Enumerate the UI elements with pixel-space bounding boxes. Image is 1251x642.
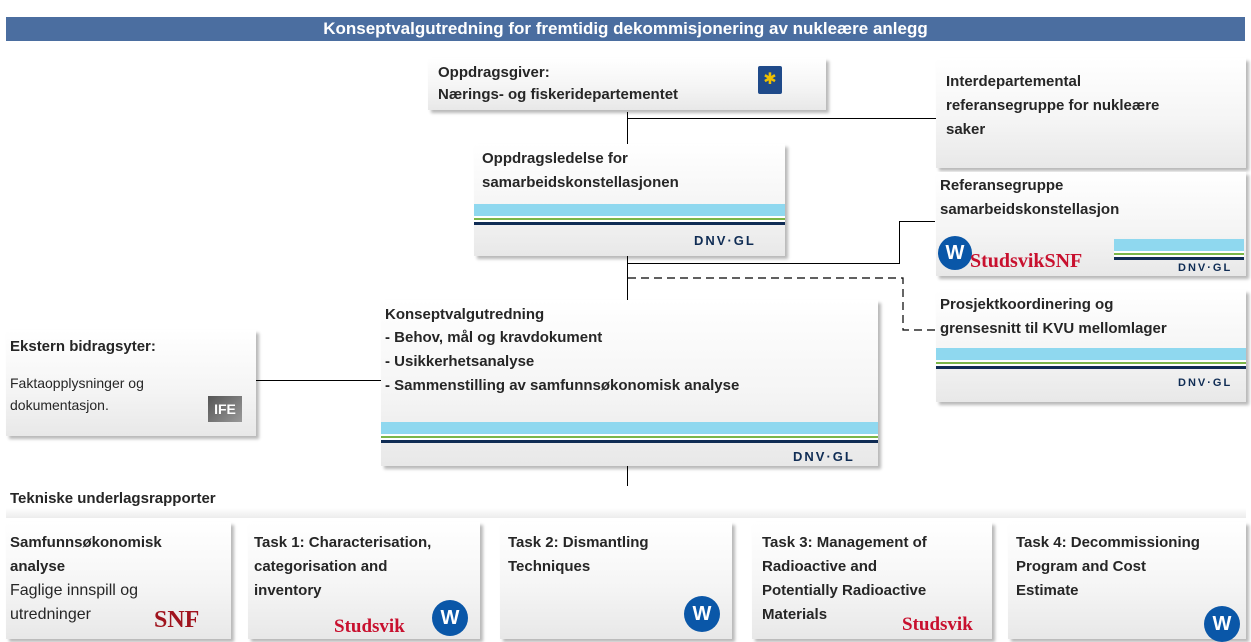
task-title: Task 3: Management of [762, 534, 927, 551]
kvu-item: - Usikkerhetsanalyse [385, 353, 535, 370]
task-title: inventory [254, 582, 322, 599]
oppdragsgiver-label: Oppdragsgiver: [438, 64, 550, 81]
ekstern-box: Ekstern bidragsyter: Faktaopplysninger o… [6, 330, 256, 436]
connector-ekstern-kvu [256, 380, 381, 381]
task-box-4: Task 4: Decommissioning Program and Cost… [1008, 522, 1246, 642]
interdep-box: Interdepartemental referansegruppe for n… [936, 58, 1246, 168]
ledelse-line-1: Oppdragsledelse for [482, 150, 628, 167]
kvu-box: Konseptvalgutredning - Behov, mål og kra… [381, 300, 878, 466]
connector-ledelse-kvu [627, 256, 628, 300]
task-title: Samfunnsøkonomisk [10, 534, 162, 551]
oppdragsgiver-box: Oppdragsgiver: Nærings- og fiskeridepart… [428, 58, 826, 110]
kvu-title: Konseptvalgutredning [385, 306, 545, 323]
interdep-line-1: Interdepartemental [946, 73, 1082, 90]
dnv-gl-logo: DNV·GL [694, 233, 756, 248]
task-box-samfunn: Samfunnsøkonomisk analyse Faglige innspi… [6, 522, 231, 639]
section-label: Tekniske underlagsrapporter [10, 490, 216, 507]
task-title: Potentially Radioactive [762, 582, 927, 599]
task-box-3: Task 3: Management of Radioactive and Po… [752, 522, 992, 639]
connector-referanse-tip [899, 221, 935, 222]
koordinering-line-2: grensesnitt til KVU mellomlager [940, 320, 1167, 337]
dnv-gl-logo: DNV·GL [793, 449, 855, 464]
referanse-line-2: samarbeidskonstellasjon [940, 201, 1120, 218]
dashed-connector-koordinering [628, 277, 937, 331]
referanse-line-1: Referansegruppe [940, 177, 1064, 194]
section-underline [6, 508, 1246, 518]
ledelse-box: Oppdragsledelse for samarbeidskonstellas… [474, 144, 785, 256]
ekstern-title: Ekstern bidragsyter: [10, 338, 156, 355]
diagram-title: Konseptvalgutredning for fremtidig dekom… [6, 17, 1245, 41]
task-note: utredninger [10, 606, 91, 623]
ekstern-line-2: dokumentasjon. [10, 397, 109, 413]
task-title: Task 1: Characterisation, [254, 534, 432, 551]
task-title: Radioactive and [762, 558, 878, 575]
oppdragsgiver-name: Nærings- og fiskeridepartementet [438, 86, 679, 103]
connector-kvu-tasks [627, 466, 628, 486]
snf-logo: SNF [154, 607, 200, 633]
dnv-gl-logo: DNV·GL [1178, 262, 1233, 274]
studsvik-logo: Studsvik [334, 616, 405, 637]
connector-referanse-vertical [899, 221, 900, 264]
task-title: Task 4: Decommissioning [1016, 534, 1200, 551]
task-title: Estimate [1016, 582, 1079, 599]
dnv-stripe [936, 348, 1246, 369]
task-title: Program and Cost [1016, 558, 1147, 575]
task-title: categorisation and [254, 558, 388, 575]
connector-to-referanse [627, 263, 899, 264]
studsvik-logo: Studsvik [902, 614, 973, 635]
dnv-stripe [474, 204, 785, 225]
interdep-line-2: referansegruppe for nukleære [946, 97, 1160, 114]
interdep-line-3: saker [946, 121, 986, 138]
westinghouse-logo-icon: W [938, 236, 972, 270]
koordinering-line-1: Prosjektkoordinering og [940, 296, 1114, 313]
dnv-stripe [1114, 239, 1244, 260]
koordinering-box: Prosjektkoordinering og grensesnitt til … [936, 290, 1246, 402]
westinghouse-logo-icon: W [432, 600, 468, 636]
kvu-item: - Behov, mål og kravdokument [385, 329, 603, 346]
ledelse-line-2: samarbeidskonstellasjonen [482, 174, 679, 191]
task-title: Materials [762, 606, 828, 623]
connector-to-interdep [627, 118, 938, 119]
task-title: Task 2: Dismantling [508, 534, 649, 551]
referanse-box: Referansegruppe samarbeidskonstellasjon … [936, 172, 1246, 276]
task-title: Techniques [508, 558, 591, 575]
government-emblem-icon: ✱ [758, 66, 782, 94]
task-note: Faglige innspill og [10, 582, 139, 599]
kvu-item: - Sammenstilling av samfunnsøkonomisk an… [385, 377, 740, 394]
ekstern-line-1: Faktaopplysninger og [10, 375, 144, 391]
dnv-stripe [381, 422, 878, 443]
westinghouse-logo-icon: W [684, 596, 720, 632]
ife-logo-icon: IFE [208, 396, 242, 422]
task-title: analyse [10, 558, 66, 575]
studsvik-snf-logo: StudsvikSNF [970, 250, 1083, 272]
task-box-1: Task 1: Characterisation, categorisation… [248, 522, 480, 639]
dnv-gl-logo: DNV·GL [1178, 377, 1233, 389]
task-box-2: Task 2: Dismantling Techniques W [500, 522, 732, 639]
connector-giver-ledelse [627, 112, 628, 144]
westinghouse-logo-icon: W [1204, 606, 1240, 642]
